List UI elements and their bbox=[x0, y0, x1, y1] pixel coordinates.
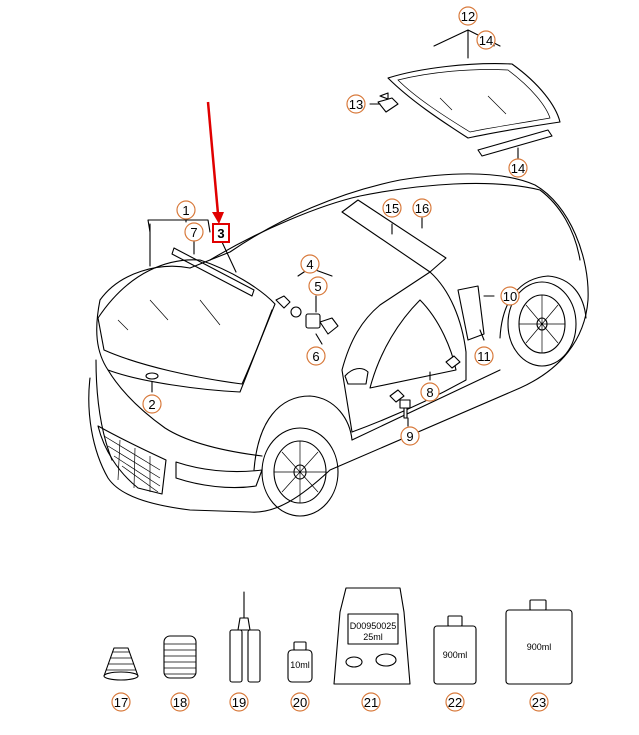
callout-3-highlighted[interactable]: 3 bbox=[212, 223, 230, 243]
part-19-cartridge bbox=[229, 591, 261, 683]
leader-lines bbox=[147, 29, 519, 427]
svg-text:2: 2 bbox=[148, 397, 155, 412]
callout-12[interactable]: 12 bbox=[458, 6, 478, 26]
callout-14-bottom[interactable]: 14 bbox=[508, 158, 528, 178]
svg-text:5: 5 bbox=[314, 279, 321, 294]
svg-text:22: 22 bbox=[448, 695, 462, 710]
callout-8[interactable]: 8 bbox=[420, 382, 440, 402]
svg-text:900ml: 900ml bbox=[527, 642, 552, 652]
part-18-coil bbox=[163, 635, 197, 679]
callout-20[interactable]: 20 bbox=[290, 692, 310, 712]
roof-glass-drawing bbox=[377, 63, 561, 157]
svg-text:19: 19 bbox=[232, 695, 246, 710]
svg-text:900ml: 900ml bbox=[443, 650, 468, 660]
svg-text:21: 21 bbox=[364, 695, 378, 710]
part-22-bottle: 900ml bbox=[433, 615, 477, 685]
callout-6[interactable]: 6 bbox=[306, 346, 326, 366]
svg-text:11: 11 bbox=[477, 349, 491, 364]
svg-text:D00950025: D00950025 bbox=[350, 621, 397, 631]
callout-17[interactable]: 17 bbox=[111, 692, 131, 712]
svg-text:17: 17 bbox=[114, 695, 128, 710]
svg-text:14: 14 bbox=[511, 161, 525, 176]
svg-text:20: 20 bbox=[293, 695, 307, 710]
part-21-pouch: D00950025 25ml bbox=[333, 587, 411, 685]
svg-text:3: 3 bbox=[217, 226, 224, 241]
part-17-cone bbox=[103, 647, 139, 681]
callout-1[interactable]: 1 bbox=[176, 200, 196, 220]
svg-text:13: 13 bbox=[349, 97, 363, 112]
callout-4[interactable]: 4 bbox=[300, 254, 320, 274]
svg-text:14: 14 bbox=[479, 33, 493, 48]
svg-text:8: 8 bbox=[426, 385, 433, 400]
svg-text:7: 7 bbox=[190, 225, 197, 240]
callout-22[interactable]: 22 bbox=[445, 692, 465, 712]
callout-13[interactable]: 13 bbox=[346, 94, 366, 114]
svg-text:9: 9 bbox=[406, 429, 413, 444]
svg-text:10ml: 10ml bbox=[290, 660, 310, 670]
svg-text:16: 16 bbox=[415, 201, 429, 216]
svg-text:25ml: 25ml bbox=[363, 632, 383, 642]
callout-10[interactable]: 10 bbox=[500, 286, 520, 306]
callout-9[interactable]: 9 bbox=[400, 426, 420, 446]
svg-text:6: 6 bbox=[312, 349, 319, 364]
callout-5[interactable]: 5 bbox=[308, 276, 328, 296]
car-drawing bbox=[88, 173, 589, 517]
svg-text:18: 18 bbox=[173, 695, 187, 710]
callout-7[interactable]: 7 bbox=[184, 222, 204, 242]
part-23-bottle: 900ml bbox=[505, 599, 573, 685]
callout-21[interactable]: 21 bbox=[361, 692, 381, 712]
callout-15[interactable]: 15 bbox=[382, 198, 402, 218]
svg-text:23: 23 bbox=[532, 695, 546, 710]
part-20-bottle: 10ml bbox=[287, 641, 313, 683]
callout-23[interactable]: 23 bbox=[529, 692, 549, 712]
svg-text:10: 10 bbox=[503, 289, 517, 304]
callout-19[interactable]: 19 bbox=[229, 692, 249, 712]
callout-14-top[interactable]: 14 bbox=[476, 30, 496, 50]
svg-text:1: 1 bbox=[182, 203, 189, 218]
highlight-arrow bbox=[206, 101, 224, 224]
callout-2[interactable]: 2 bbox=[142, 394, 162, 414]
svg-text:15: 15 bbox=[385, 201, 399, 216]
callout-11[interactable]: 11 bbox=[474, 346, 494, 366]
svg-text:4: 4 bbox=[306, 257, 313, 272]
callout-16[interactable]: 16 bbox=[412, 198, 432, 218]
callout-18[interactable]: 18 bbox=[170, 692, 190, 712]
svg-text:12: 12 bbox=[461, 9, 475, 24]
